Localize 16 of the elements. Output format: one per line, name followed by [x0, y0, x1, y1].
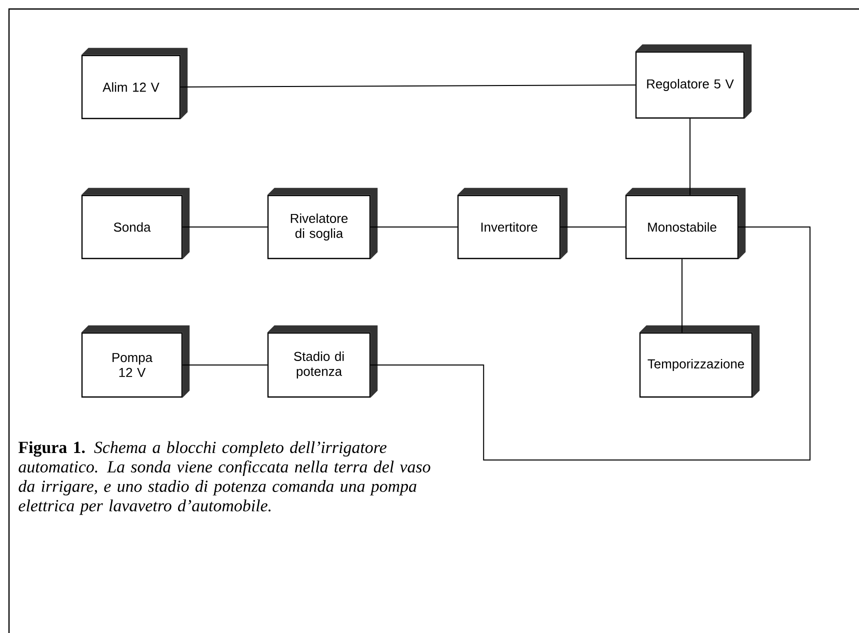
- block: Invertitore: [457, 188, 568, 260]
- block: Rivelatore di soglia: [267, 188, 378, 260]
- block: Temporizzazione: [639, 325, 760, 398]
- connection-line: [180, 84, 636, 88]
- connection-line: [560, 226, 626, 228]
- block: Pompa 12 V: [81, 325, 190, 398]
- block: Regolatore 5 V: [635, 44, 752, 119]
- connection-line: [370, 226, 810, 460]
- connection-line: [182, 364, 268, 366]
- connection-line: [370, 226, 458, 228]
- block: Monostabile: [625, 188, 746, 260]
- block: Alim 12 V: [81, 48, 188, 120]
- connection-line: [182, 226, 268, 228]
- caption: Figura 1. Schema a blocchi completo dell’irrigatore automatico. La sonda viene conficcata nella terra del vaso da irrigare, e uno stadio di potenza comanda una pompa elettrica per lavavetro d’automobile.: [18, 441, 430, 515]
- block: Sonda: [81, 188, 190, 260]
- block: Stadio di potenza: [267, 325, 378, 398]
